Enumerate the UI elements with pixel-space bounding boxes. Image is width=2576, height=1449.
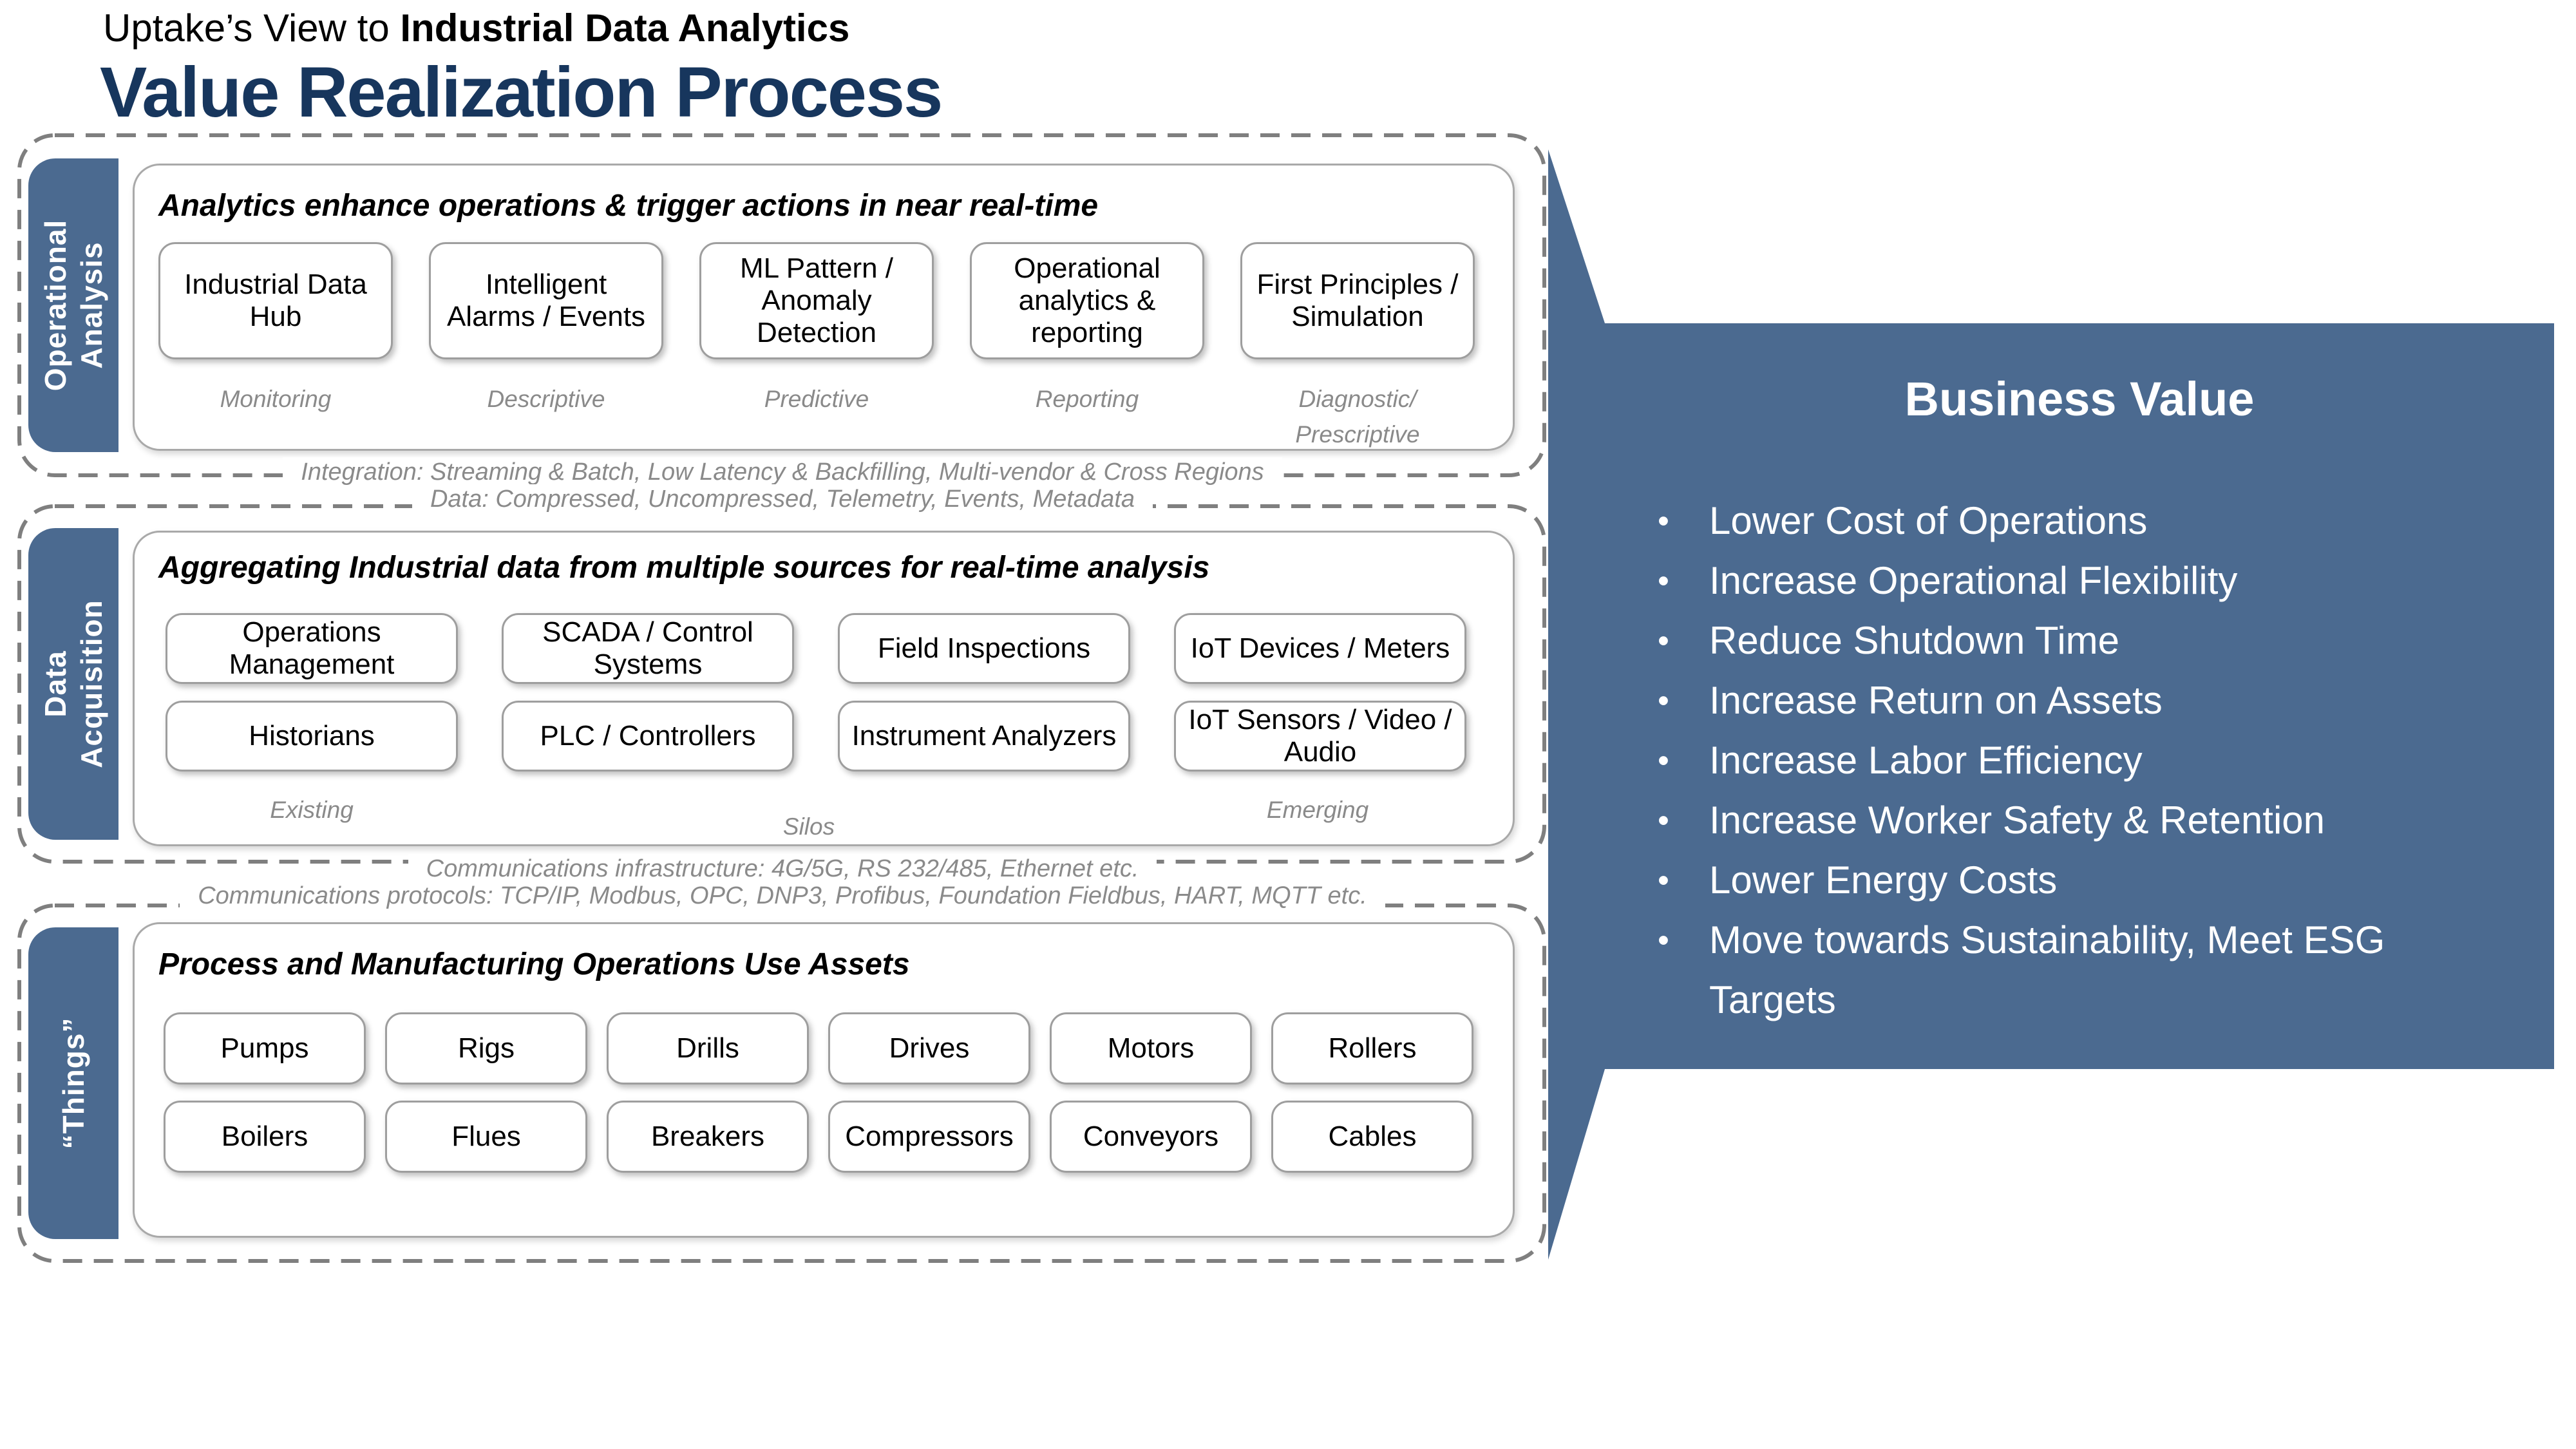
connector-text: Communications protocols: TCP/IP, Modbus… — [180, 881, 1385, 911]
connector-integration-line: Integration: Streaming & Batch, Low Late… — [19, 457, 1546, 487]
capability-box: First Principles / Simulation — [1240, 242, 1475, 359]
source-box: PLC / Controllers — [502, 701, 794, 772]
business-value-item: Increase Worker Safety & Retention — [1655, 790, 2512, 850]
connector-text: Integration: Streaming & Batch, Low Late… — [283, 457, 1282, 487]
section-tab-label: Operational Analysis — [39, 219, 108, 392]
connector-text: Data: Compressed, Uncompressed, Telemetr… — [412, 484, 1153, 514]
asset-box: Pumps — [164, 1012, 366, 1084]
asset-box: Flues — [385, 1101, 587, 1173]
business-value-title: Business Value — [1904, 372, 2255, 426]
source-box: Field Inspections — [838, 613, 1130, 684]
asset-box: Compressors — [828, 1101, 1030, 1173]
things-boxes: Pumps Rigs Drills Drives Motors Rollers … — [164, 1012, 1473, 1173]
asset-box: Motors — [1050, 1012, 1252, 1084]
heading-things: Process and Manufacturing Operations Use… — [158, 947, 910, 981]
business-value-item: Move towards Sustainability, Meet ESG Ta… — [1655, 910, 2512, 1030]
business-value-item: Lower Cost of Operations — [1655, 491, 2512, 551]
business-value-item: Lower Energy Costs — [1655, 850, 2512, 910]
business-value-item: Reduce Shutdown Time — [1655, 611, 2512, 670]
caption: Predictive — [764, 386, 869, 412]
kicker-bold: Industrial Data Analytics — [400, 6, 850, 50]
asset-box: Rigs — [385, 1012, 587, 1084]
section-tab-data-acquisition: Data Acquisition — [28, 528, 118, 840]
slide-title: Value Realization Process — [100, 53, 943, 132]
operational-analysis-captions: Monitoring Descriptive Predictive Report… — [158, 381, 1475, 452]
connector-text: Communications infrastructure: 4G/5G, RS… — [408, 854, 1157, 884]
panel-data-acquisition — [133, 531, 1515, 846]
connector-data-line: Data: Compressed, Uncompressed, Telemetr… — [19, 484, 1546, 514]
asset-box: Boilers — [164, 1101, 366, 1173]
caption: Descriptive — [487, 386, 605, 412]
source-box: Operations Management — [166, 613, 458, 684]
asset-box: Drives — [828, 1012, 1030, 1084]
capability-box: Industrial Data Hub — [158, 242, 393, 359]
caption-existing: Existing — [270, 797, 354, 823]
dashed-frame-operational-analysis — [17, 133, 1546, 477]
asset-box: Breakers — [607, 1101, 809, 1173]
business-value-item: Increase Labor Efficiency — [1655, 730, 2512, 790]
section-tab-label: Data Acquisition — [39, 600, 108, 768]
asset-box: Cables — [1271, 1101, 1473, 1173]
source-box: IoT Devices / Meters — [1174, 613, 1466, 684]
asset-box: Drills — [607, 1012, 809, 1084]
asset-box: Conveyors — [1050, 1101, 1252, 1173]
caption: Monitoring — [220, 386, 332, 412]
slide-kicker: Uptake’s View to Industrial Data Analyti… — [103, 6, 849, 50]
caption-silos: Silos — [782, 813, 835, 840]
capability-box: Operational analytics & reporting — [970, 242, 1204, 359]
capability-box: ML Pattern / Anomaly Detection — [699, 242, 934, 359]
capability-box: Intelligent Alarms / Events — [429, 242, 663, 359]
connector-comm-infrastructure-line: Communications infrastructure: 4G/5G, RS… — [19, 854, 1546, 884]
source-box: IoT Sensors / Video / Audio — [1174, 701, 1466, 772]
business-value-item: Increase Operational Flexibility — [1655, 551, 2512, 611]
business-value-list: Lower Cost of Operations Increase Operat… — [1655, 491, 2512, 1030]
section-tab-operational-analysis: Operational Analysis — [28, 158, 118, 452]
caption-emerging: Emerging — [1266, 797, 1369, 823]
caption: Reporting — [1035, 386, 1139, 412]
source-box: SCADA / Control Systems — [502, 613, 794, 684]
kicker-prefix: Uptake’s View to — [103, 6, 401, 50]
source-box: Instrument Analyzers — [838, 701, 1130, 772]
operational-analysis-boxes: Industrial Data Hub Intelligent Alarms /… — [158, 242, 1475, 359]
section-tab-things: “Things” — [28, 927, 118, 1239]
source-box: Historians — [166, 701, 458, 772]
business-value-item: Increase Return on Assets — [1655, 670, 2512, 730]
asset-box: Rollers — [1271, 1012, 1473, 1084]
heading-operational-analysis: Analytics enhance operations & trigger a… — [158, 189, 1099, 223]
connector-comm-protocols-line: Communications protocols: TCP/IP, Modbus… — [19, 881, 1546, 911]
section-tab-label: “Things” — [57, 1017, 90, 1150]
caption: Diagnostic/ Prescriptive — [1295, 386, 1420, 448]
heading-data-acquisition: Aggregating Industrial data from multipl… — [158, 551, 1210, 585]
data-acquisition-boxes: Operations Management SCADA / Control Sy… — [166, 613, 1466, 772]
